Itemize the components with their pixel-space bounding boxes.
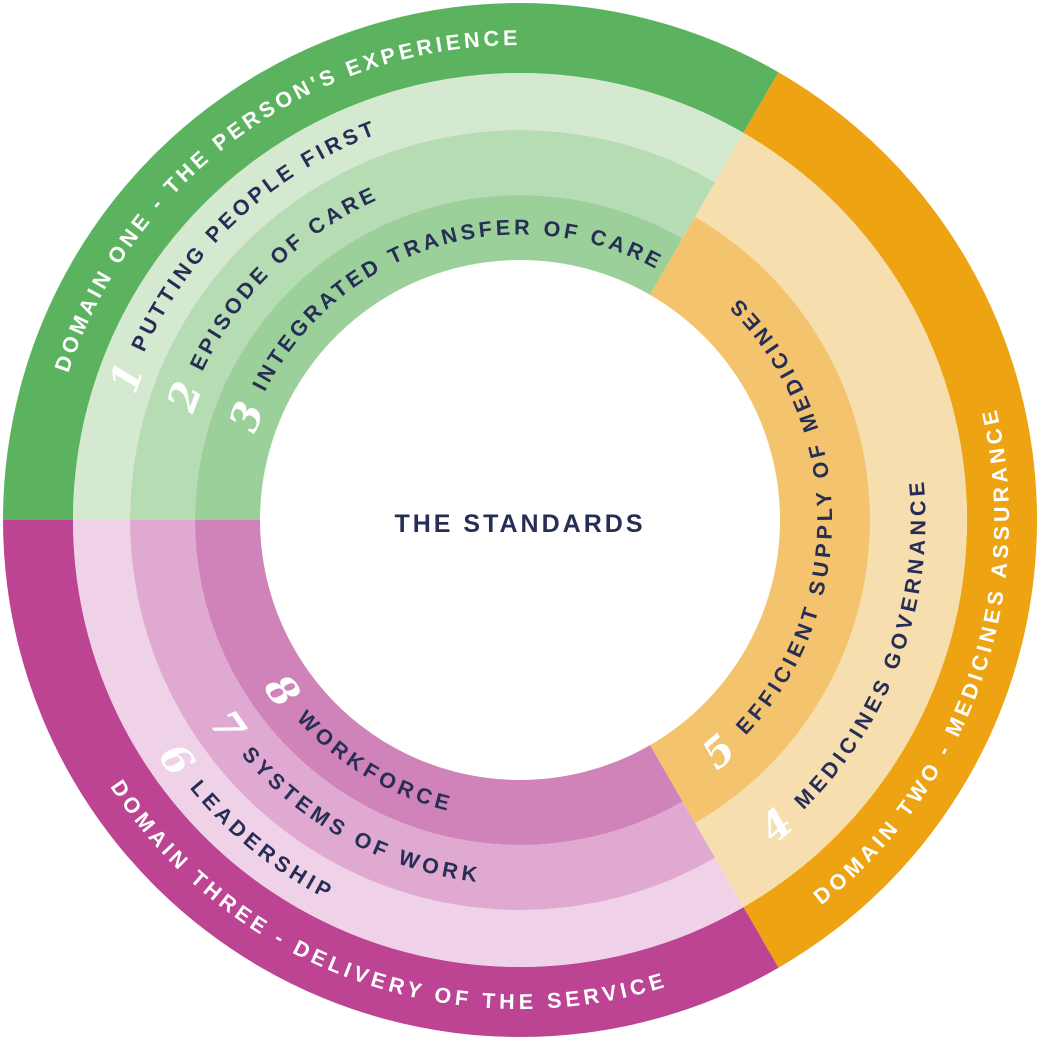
standard-7-ring — [130, 520, 715, 910]
domain-2-ring — [743, 72, 1037, 968]
domain-3-ring — [3, 520, 779, 1038]
center-title: THE STANDARDS — [394, 510, 645, 538]
domain-1-ring — [2, 2, 779, 520]
standard-5-ring — [650, 216, 871, 824]
standard-6-ring — [73, 520, 744, 967]
standard-2-ring — [130, 129, 715, 520]
standard-3-ring — [195, 194, 683, 521]
standard-4-ring — [695, 132, 967, 908]
standard-1-ring — [73, 73, 744, 520]
standard-8-ring — [195, 520, 683, 846]
